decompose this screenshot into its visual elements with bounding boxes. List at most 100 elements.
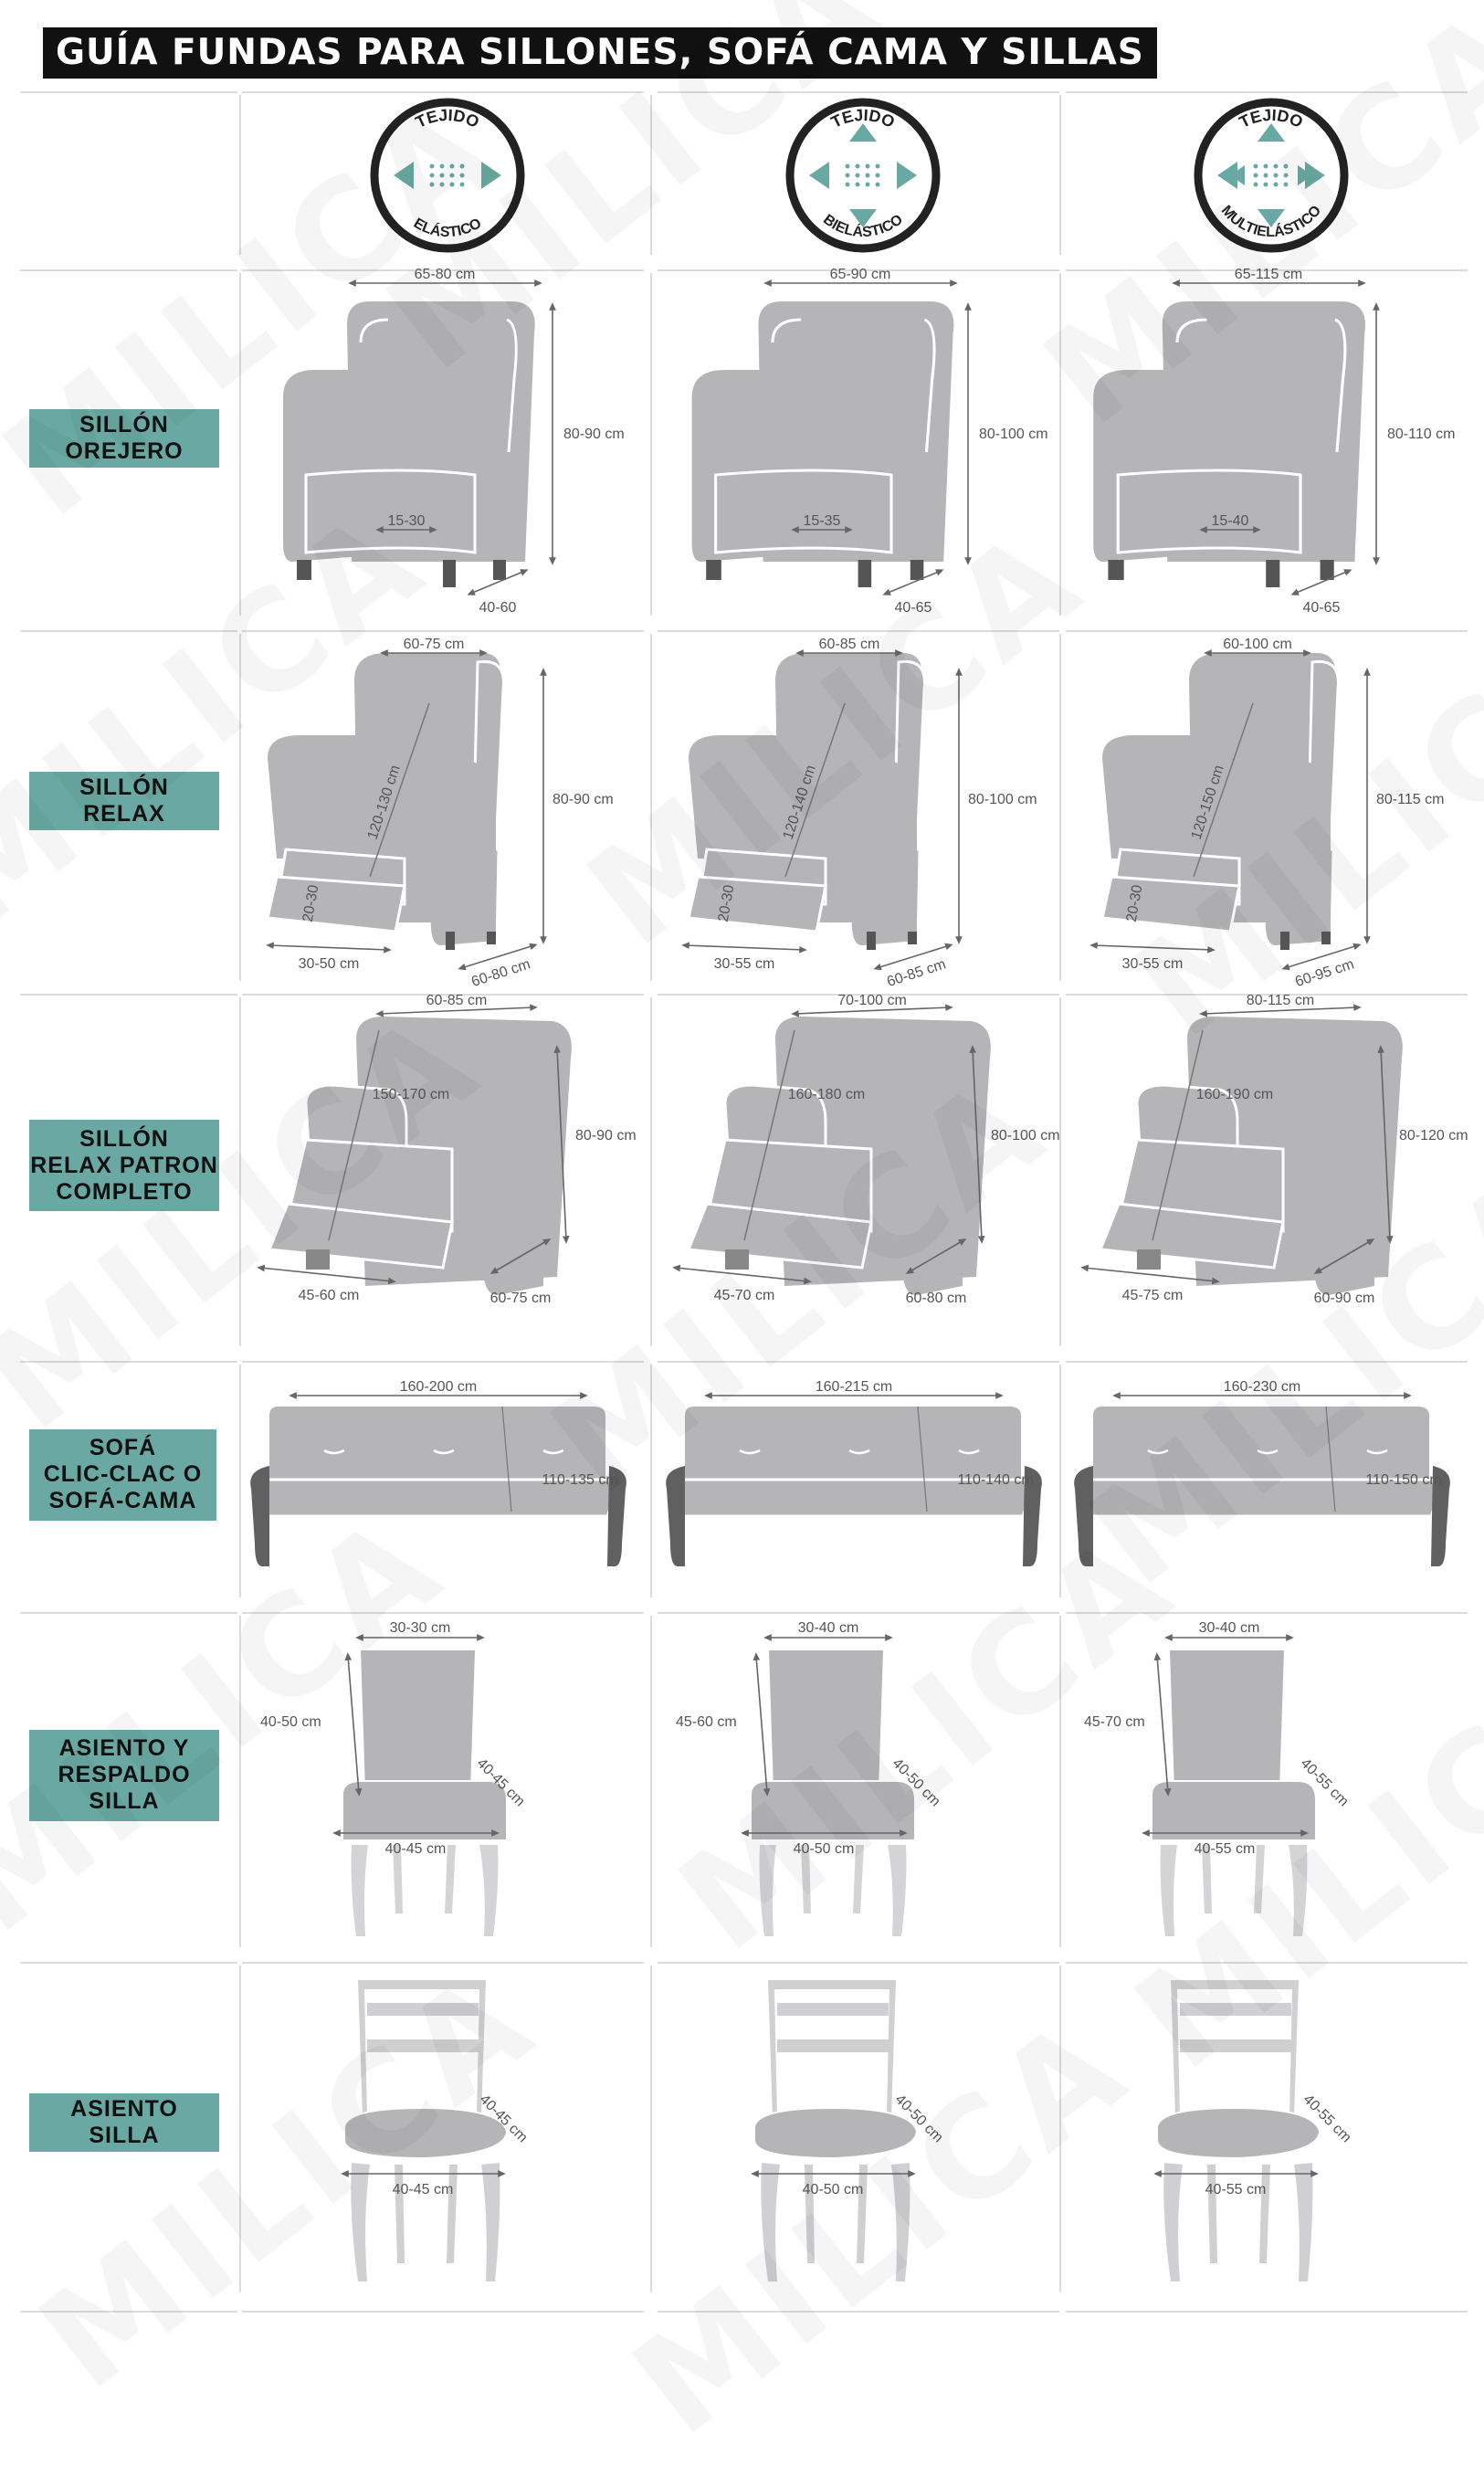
dimension-label: 40-45 cm [393, 2182, 454, 2197]
sofa-frame-right [1431, 1466, 1450, 1566]
grid-divider [20, 91, 237, 93]
grid-divider [242, 1361, 644, 1363]
grid-divider [658, 630, 1059, 632]
dimension-label: 30-55 cm [1122, 956, 1184, 972]
dimension-arrow [1377, 1045, 1394, 1244]
grid-divider [242, 91, 644, 93]
grid-divider [1059, 95, 1061, 255]
dimension-label: 80-90 cm [563, 427, 625, 442]
sofa-frame-left [666, 1466, 685, 1566]
row-label-line: SILLÓN [79, 411, 169, 437]
dimension-label: 45-70 cm [714, 1288, 775, 1303]
grid-divider [20, 269, 237, 271]
dimension-label: 80-115 cm [1376, 792, 1444, 807]
dimension-arrow [489, 1238, 552, 1274]
dimension-label: 160-200 cm [400, 1379, 478, 1395]
dimension-arrow [266, 942, 392, 954]
dimension-arrow [553, 1045, 570, 1244]
grid-divider [242, 269, 644, 271]
dimension-arrow [467, 569, 529, 595]
stretch-arrows-icon [1217, 123, 1325, 227]
grid-divider [1059, 1365, 1061, 1597]
grid-divider [20, 994, 237, 996]
dimension-label: 40-60 [479, 600, 517, 616]
dimension-label: 80-100 cm [979, 427, 1048, 442]
grid-divider [1059, 634, 1061, 981]
furniture-illustration-sofa: 160-200 cm 110-135 cm [250, 1379, 626, 1566]
grid-divider [242, 994, 644, 996]
grid-divider [658, 1361, 1059, 1363]
grid-divider [239, 1365, 241, 1597]
dimension-label: 65-80 cm [415, 267, 476, 282]
dimension-arrow [1199, 1004, 1362, 1017]
dimension-label: 45-60 cm [676, 1714, 737, 1730]
dimension-label: 65-115 cm [1235, 267, 1302, 282]
dimension-label: 40-65 [895, 600, 932, 616]
grid-divider [658, 994, 1059, 996]
grid-divider [239, 95, 241, 255]
dimension-label: 30-55 cm [714, 956, 775, 972]
dimension-label: 110-150 cm [1365, 1472, 1441, 1488]
dimension-label: 30-40 cm [1199, 1620, 1260, 1636]
dimension-label: 15-40 [1212, 513, 1249, 529]
dimension-label: 20-30 [716, 883, 738, 922]
dimension-label: 40-55 cm [1205, 2182, 1267, 2197]
grid-divider [658, 269, 1059, 271]
grid-divider [650, 95, 652, 255]
grid-divider [239, 1616, 241, 1947]
grid-divider [20, 1612, 237, 1614]
dimension-label: 80-100 cm [991, 1128, 1060, 1143]
grid-divider [1059, 997, 1061, 1346]
grid-divider [1066, 1612, 1468, 1614]
dimension-label: 30-50 cm [299, 956, 360, 972]
dimension-label: 60-95 cm [1293, 956, 1356, 990]
grid-divider [239, 1965, 241, 2292]
row-label-line: SOFÁ [89, 1435, 157, 1460]
sofa-frame-left [1074, 1466, 1093, 1566]
dimension-label: 60-85 cm [885, 956, 948, 990]
dimension-label: 40-45 cm [385, 1841, 447, 1857]
dimension-label: 80-115 cm [1247, 993, 1314, 1008]
dimension-arrow [681, 942, 807, 954]
dimension-label: 110-135 cm [542, 1472, 617, 1488]
row-label-line: SILLÓN [79, 775, 169, 800]
grid-divider [650, 1965, 652, 2292]
grid-divider [658, 1962, 1059, 1964]
dimension-label: 160-215 cm [816, 1379, 893, 1395]
dimension-arrow [905, 1238, 967, 1274]
grid-divider [658, 1612, 1059, 1614]
dimension-label: 45-70 cm [1084, 1714, 1145, 1730]
row-label-line: ASIENTO [70, 2096, 178, 2122]
dimension-label: 20-30 [300, 883, 322, 922]
row-label-line: COMPLETO [56, 1178, 193, 1205]
dimension-label: 40-50 cm [794, 1841, 855, 1857]
dimension-arrow [257, 1264, 396, 1285]
dimension-arrow [1313, 1238, 1375, 1274]
dimension-arrow [1290, 569, 1352, 595]
grid-divider [658, 91, 1059, 93]
sofa-frame-left [250, 1466, 269, 1566]
dimension-arrow [791, 1004, 953, 1017]
grid-divider [1059, 273, 1061, 616]
dimension-label: 110-140 cm [957, 1472, 1033, 1488]
grid-divider [1059, 1965, 1061, 2292]
